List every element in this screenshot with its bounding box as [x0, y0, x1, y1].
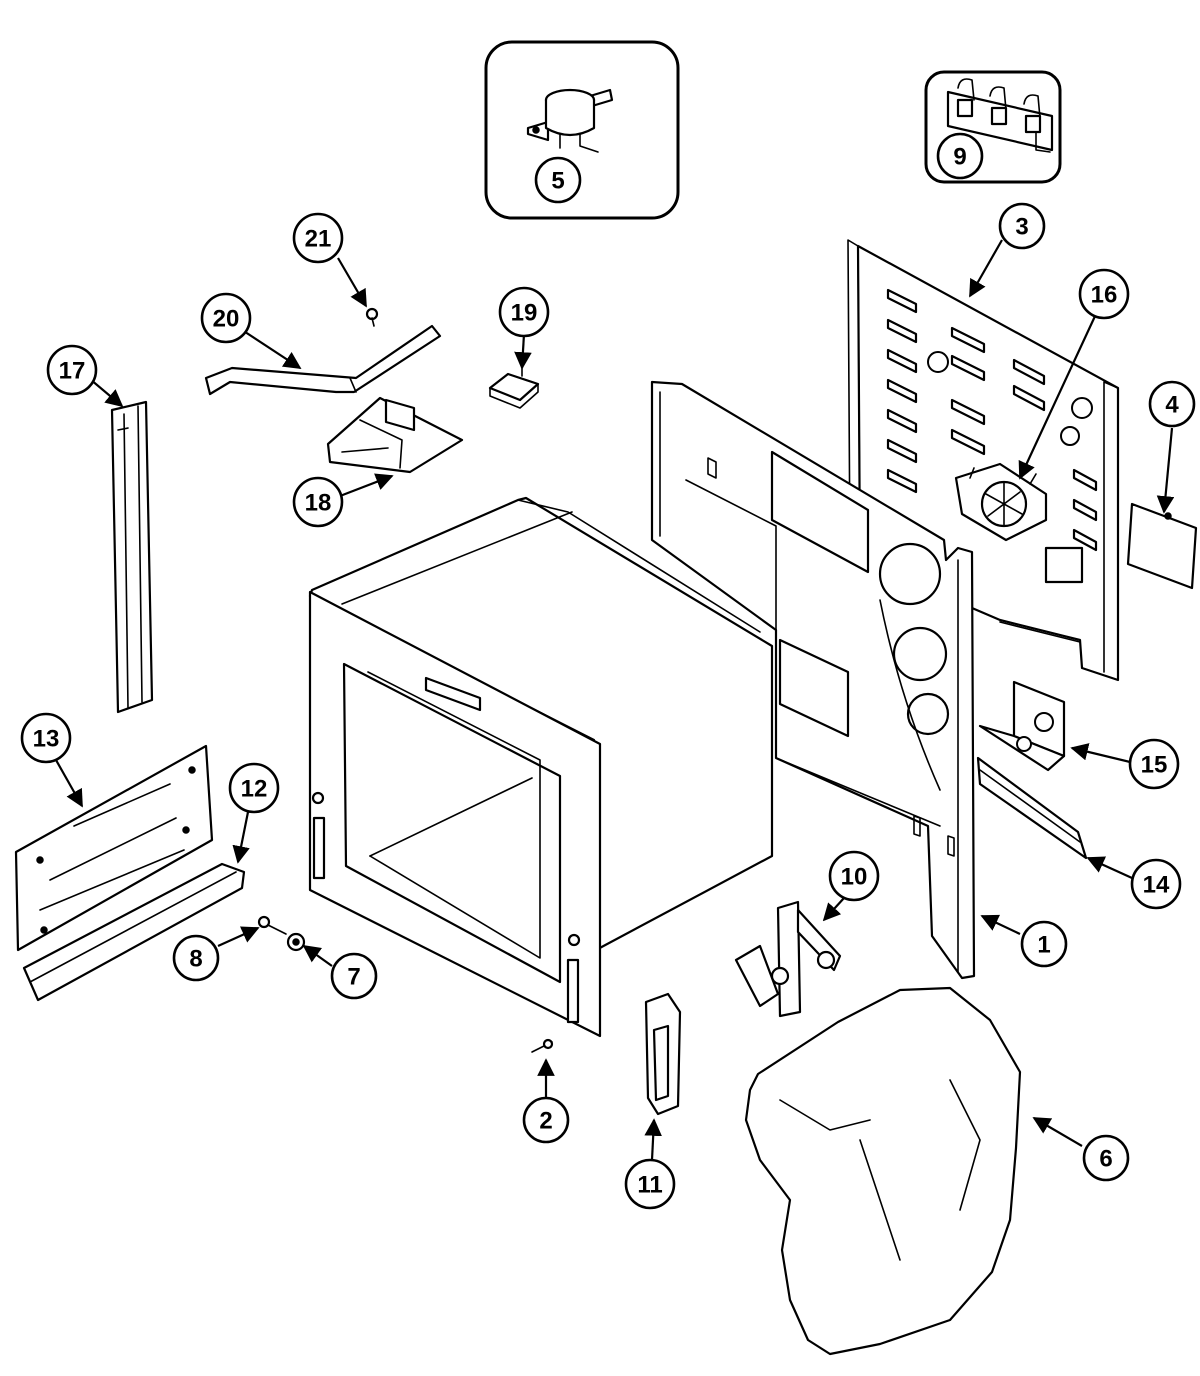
callout-8: 8: [172, 934, 220, 982]
terminal-block-part-9: [946, 78, 1054, 153]
callout-19: 19: [498, 286, 550, 338]
callout-label-21: 21: [305, 226, 332, 253]
callout-label-12: 12: [241, 776, 268, 803]
callout-9: 9: [936, 132, 984, 180]
callout-label-2: 2: [539, 1108, 552, 1135]
callout-label-1: 1: [1037, 932, 1050, 959]
side-panel-part-13: [14, 744, 214, 952]
screw-part-8: [257, 915, 287, 935]
callout-18: 18: [292, 476, 344, 528]
callout-label-15: 15: [1141, 752, 1168, 779]
thermostat-part-5: [526, 88, 614, 153]
callout-5: 5: [534, 156, 582, 204]
inset-box-part-5: [484, 40, 680, 220]
latch-handle-part-20: [204, 324, 442, 396]
callout-label-16: 16: [1091, 282, 1118, 309]
vertical-rail-part-17: [110, 400, 154, 714]
callout-label-8: 8: [189, 946, 202, 973]
bracket-part-15: [978, 680, 1066, 772]
leader-12: [232, 811, 250, 864]
callout-14: 14: [1130, 858, 1182, 910]
callout-13: 13: [20, 712, 72, 764]
callout-21: 21: [292, 212, 344, 264]
hinge-receiver-part-11: [644, 992, 682, 1116]
rear-panel-vent-slots: [886, 288, 1098, 552]
callout-2: 2: [522, 1096, 570, 1144]
leader-3: [969, 239, 1003, 298]
callout-10: 10: [828, 850, 880, 902]
insulation-part-6: [744, 986, 1022, 1356]
callout-17: 17: [46, 344, 98, 396]
callout-16: 16: [1078, 268, 1130, 320]
callout-15: 15: [1128, 738, 1180, 790]
leader-16: [1018, 313, 1097, 480]
leader-13: [55, 759, 83, 808]
screw-part-2: [531, 1038, 554, 1053]
latch-base-part-18: [326, 396, 464, 474]
screw-part-21: [365, 307, 379, 327]
callout-label-4: 4: [1165, 392, 1179, 419]
rail-part-14: [976, 756, 1088, 860]
leader-18: [339, 473, 394, 498]
hinge-part-10: [734, 900, 842, 1018]
cover-plate-part-4: [1126, 502, 1198, 590]
leader-21: [337, 257, 367, 308]
callout-label-9: 9: [953, 144, 966, 171]
callout-label-10: 10: [841, 864, 868, 891]
leader-6: [1032, 1117, 1083, 1147]
callout-12: 12: [228, 762, 280, 814]
callout-20: 20: [200, 292, 252, 344]
angle-strip-part-12: [22, 862, 246, 1002]
leader-4: [1156, 427, 1175, 514]
callout-label-11: 11: [637, 1172, 662, 1199]
callout-label-5: 5: [551, 168, 564, 195]
bushing-part-7: [286, 932, 306, 952]
leader-14: [1086, 856, 1133, 880]
leader-lines: [55, 239, 1175, 1161]
leader-20: [235, 325, 302, 369]
callout-label-19: 19: [511, 300, 538, 327]
callout-4: 4: [1148, 380, 1196, 428]
oven-cavity: [308, 496, 774, 1038]
callout-label-14: 14: [1143, 872, 1170, 899]
callout-1: 1: [1020, 920, 1068, 968]
callout-label-13: 13: [33, 726, 60, 753]
leader-7: [302, 944, 333, 967]
callout-3: 3: [998, 202, 1046, 250]
leader-1: [980, 914, 1021, 935]
leader-15: [1070, 743, 1131, 764]
leader-10: [822, 897, 845, 922]
fan-assembly-part-16: [954, 462, 1048, 542]
callout-label-6: 6: [1099, 1146, 1112, 1173]
callout-label-7: 7: [347, 964, 360, 991]
callout-label-20: 20: [213, 306, 240, 333]
side-panel-part-1: [650, 380, 976, 980]
callout-label-18: 18: [305, 490, 332, 517]
callout-6: 6: [1082, 1134, 1130, 1182]
switch-part-19: [488, 361, 540, 409]
leader-19: [514, 333, 532, 370]
callout-7: 7: [330, 952, 378, 1000]
callout-label-17: 17: [59, 358, 86, 385]
callout-label-3: 3: [1015, 214, 1028, 241]
leader-8: [217, 926, 260, 948]
leader-11: [644, 1118, 662, 1161]
callout-11: 11: [624, 1158, 676, 1210]
